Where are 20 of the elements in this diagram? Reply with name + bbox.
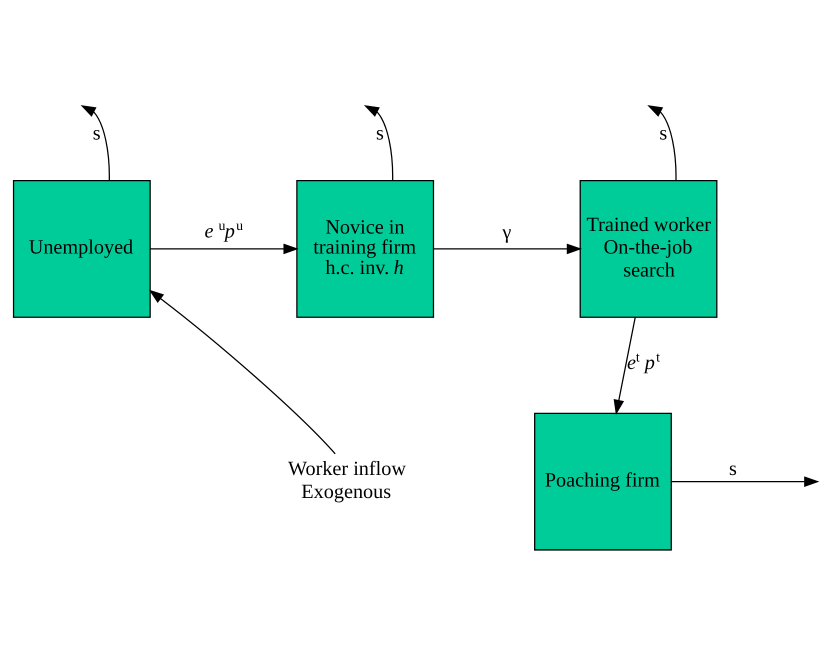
arrow — [647, 105, 677, 181]
edge-label: s — [92, 122, 101, 145]
edge-label: e $^{u}$p$^{u}$ — [204, 218, 244, 242]
arrow — [434, 244, 582, 254]
node-box: Unemployed — [12, 180, 151, 318]
arrow — [150, 244, 299, 254]
arrow — [80, 105, 110, 181]
node-text: Worker inflow Exogenous — [288, 458, 406, 503]
node-box: Novice in training firm h.c. inv. h — [296, 180, 434, 318]
arrow — [614, 317, 636, 415]
edge-label: s — [376, 122, 384, 145]
arrow — [148, 290, 336, 454]
node-box: Poaching firm — [534, 412, 672, 551]
arrow — [671, 476, 820, 487]
arrow — [364, 105, 394, 181]
edge-label: γ — [502, 222, 512, 244]
node-box: Trained worker On-the-job search — [580, 180, 718, 318]
edge-label: s — [729, 458, 737, 480]
edge-label: s — [659, 122, 668, 145]
edge-label: e$^{t}$ p$^{t}$ — [627, 350, 660, 374]
